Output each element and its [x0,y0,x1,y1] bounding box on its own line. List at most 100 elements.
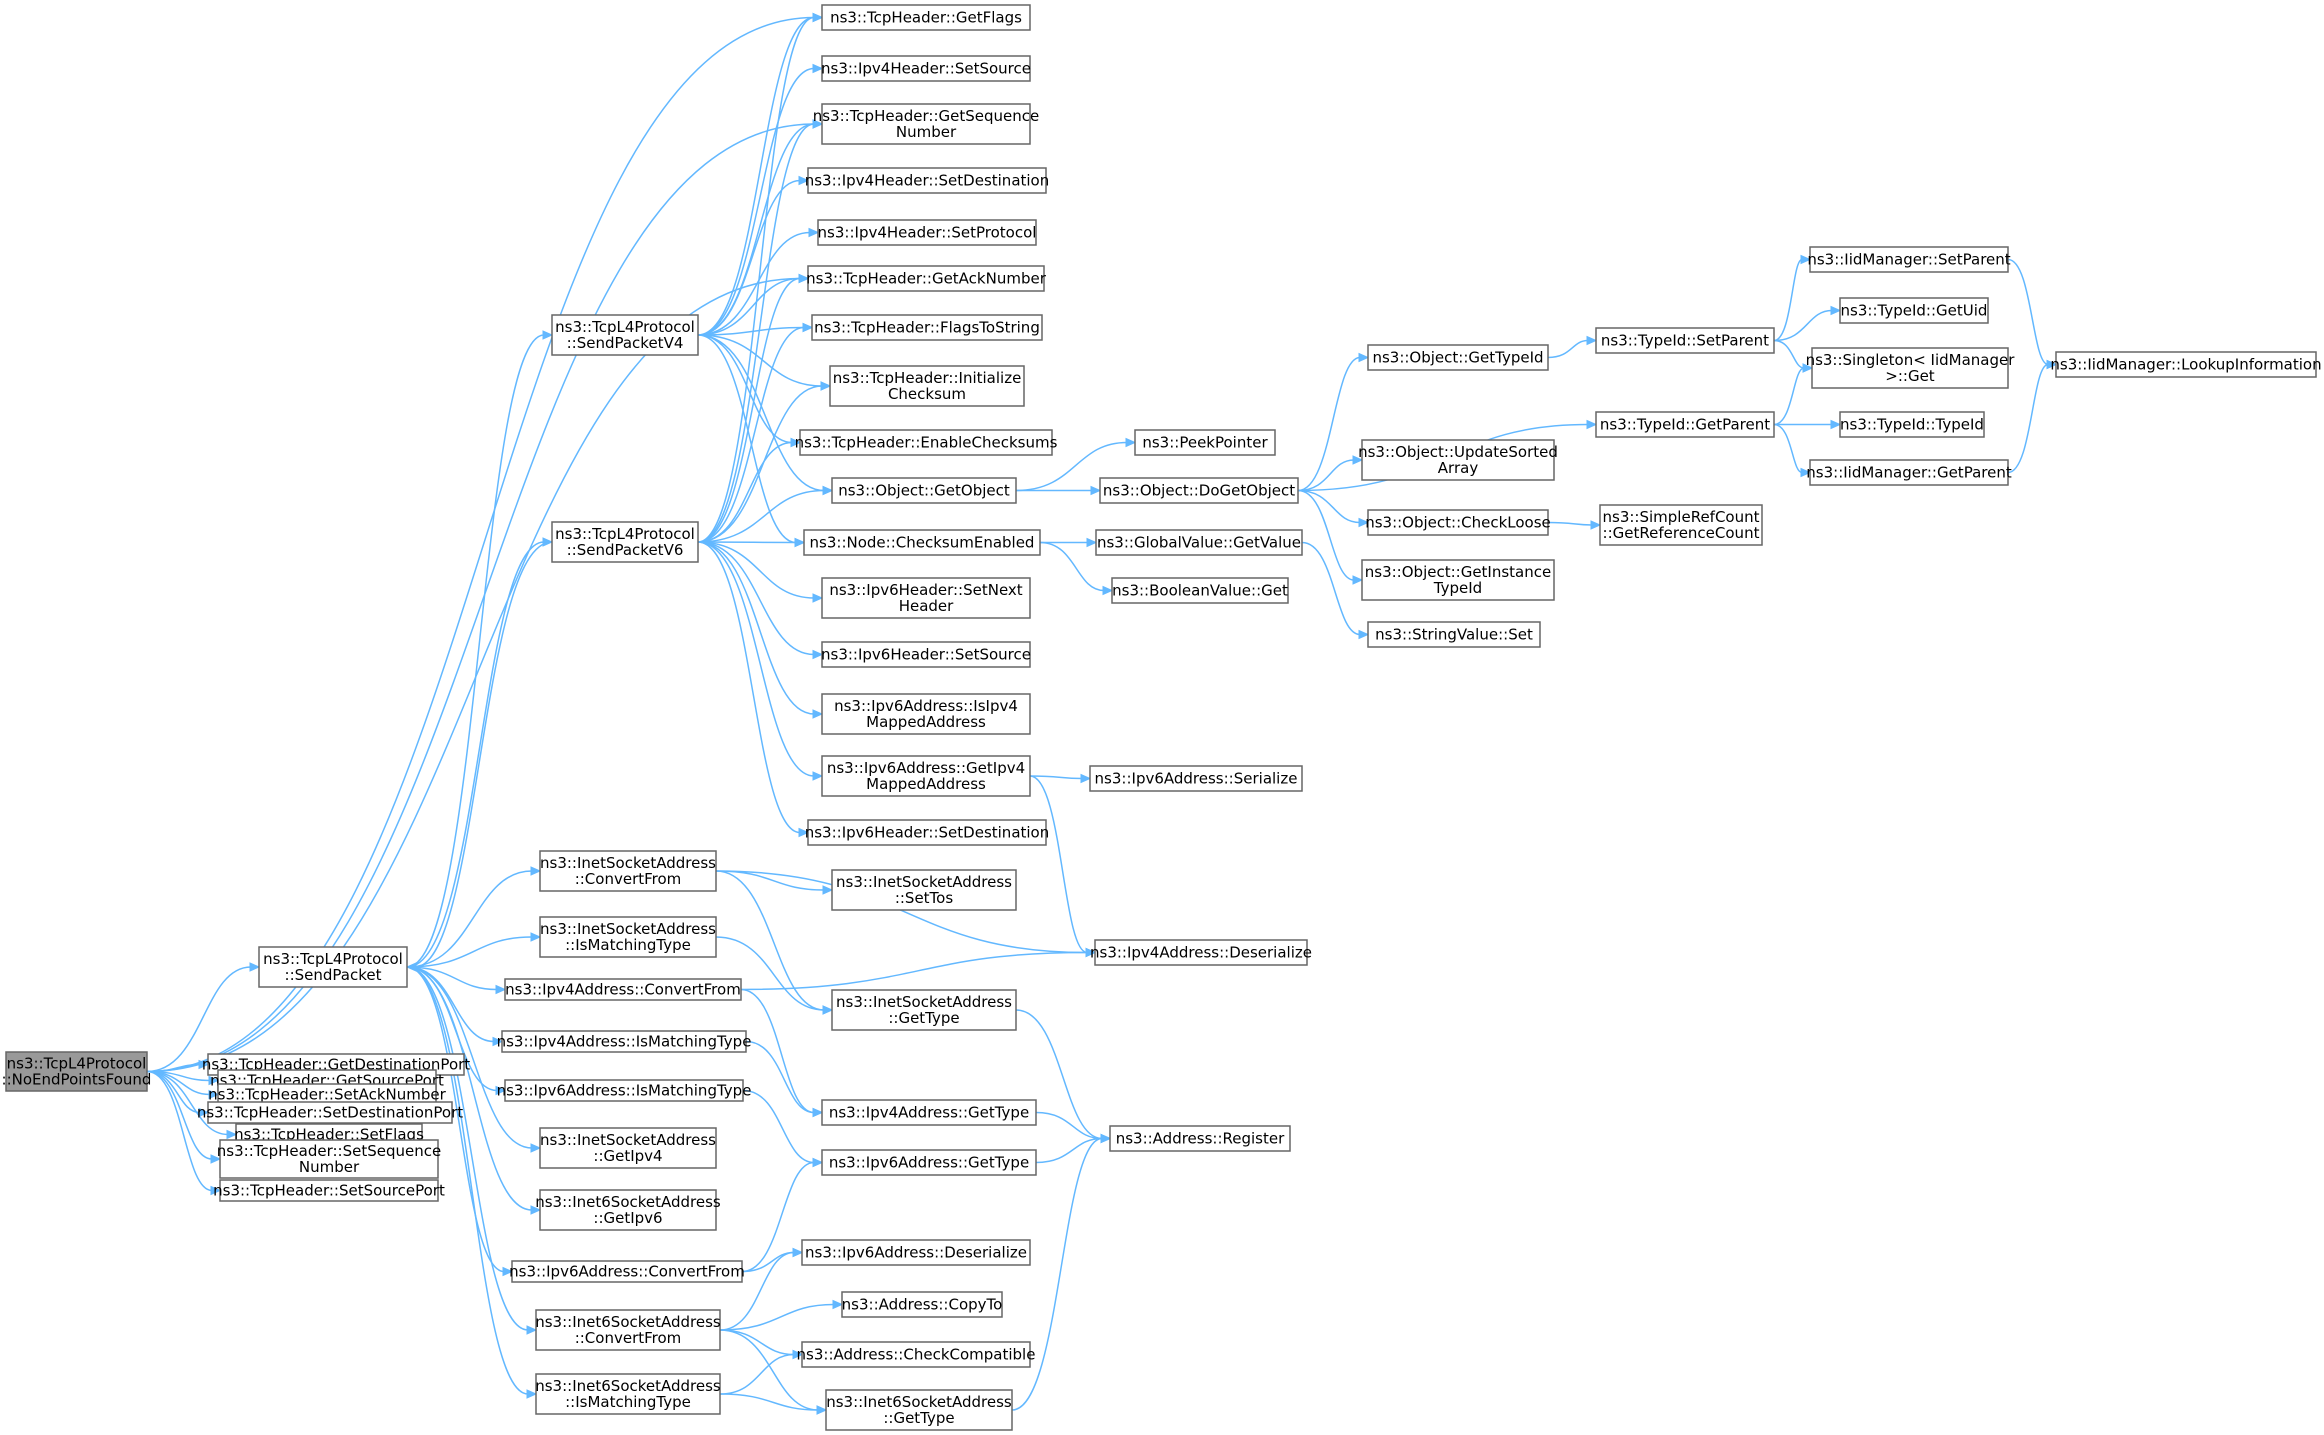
node-sendv6[interactable]: ns3::TcpL4Protocol::SendPacketV6 [551,521,699,563]
node-addrcopyto[interactable]: ns3::Address::CopyTo [841,1291,1003,1318]
node-box[interactable] [807,819,1047,846]
node-inet6gettype[interactable]: ns3::Inet6SocketAddress::GetType [825,1389,1013,1431]
node-box[interactable] [821,4,1031,31]
node-root[interactable]: ns3::TcpL4Protocol::NoEndPointsFound [2,1051,152,1092]
node-box[interactable] [817,219,1037,246]
node-box[interactable] [1595,327,1775,354]
node-box[interactable] [551,314,699,356]
node-box[interactable] [829,365,1025,407]
node-box[interactable] [1839,297,1989,324]
node-addrregister[interactable]: ns3::Address::Register [1109,1125,1291,1152]
node-ipv4deser[interactable]: ns3::Ipv4Address::Deserialize [1090,939,1312,966]
node-getack[interactable]: ns3::TcpHeader::GetAckNumber [806,265,1047,292]
node-tidsetparent[interactable]: ns3::TypeId::SetParent [1595,327,1775,354]
node-objgettypeid[interactable]: ns3::Object::GetTypeId [1367,344,1549,371]
node-box[interactable] [807,265,1045,292]
node-box[interactable] [219,1179,439,1202]
node-ipv4match[interactable]: ns3::Ipv4Address::IsMatchingType [497,1030,752,1053]
node-box[interactable] [821,577,1031,619]
node-ipv6conv[interactable]: ns3::Ipv6Address::ConvertFrom [509,1260,745,1283]
node-ipv6match[interactable]: ns3::Ipv6Address::IsMatchingType [497,1079,752,1102]
node-setdstport[interactable]: ns3::TcpHeader::SetDestinationPort [197,1101,463,1124]
node-box[interactable] [1595,411,1775,438]
node-v6setsrc[interactable]: ns3::Ipv6Header::SetSource [821,641,1031,668]
node-box[interactable] [841,1291,1003,1318]
node-box[interactable] [1094,939,1308,966]
node-box[interactable] [539,850,717,892]
node-box[interactable] [821,641,1031,668]
node-box[interactable] [1809,246,2009,273]
node-box[interactable] [504,978,742,1001]
node-box[interactable] [551,521,699,563]
node-box[interactable] [539,916,717,958]
node-box[interactable] [1367,344,1549,371]
node-inet6getipv6[interactable]: ns3::Inet6SocketAddress::GetIpv6 [535,1189,721,1231]
node-dogetobject[interactable]: ns3::Object::DoGetObject [1099,477,1299,504]
node-box[interactable] [803,529,1041,556]
node-box[interactable] [535,1373,721,1415]
node-tidtypeid[interactable]: ns3::TypeId::TypeId [1839,411,1985,438]
node-box[interactable] [801,1239,1031,1266]
node-box[interactable] [807,167,1047,194]
node-box[interactable] [1367,509,1549,536]
node-tidgetparent[interactable]: ns3::TypeId::GetParent [1595,411,1775,438]
node-setack[interactable]: ns3::TcpHeader::SetAckNumber [208,1083,447,1106]
node-box[interactable] [501,1030,747,1053]
node-box[interactable] [1134,429,1276,456]
node-box[interactable] [1099,477,1299,504]
node-ipv4conv[interactable]: ns3::Ipv4Address::ConvertFrom [504,978,742,1001]
node-ipv6serialize[interactable]: ns3::Ipv6Address::Serialize [1089,765,1303,792]
node-box[interactable] [1811,347,2009,389]
node-box[interactable] [821,1099,1037,1126]
node-v6setdst[interactable]: ns3::Ipv6Header::SetDestination [805,819,1050,846]
node-box[interactable] [1809,459,2009,486]
node-box[interactable] [831,989,1017,1031]
node-box[interactable] [207,1101,453,1124]
node-enablecs[interactable]: ns3::TcpHeader::EnableChecksums [795,429,1058,456]
node-objcheckloose[interactable]: ns3::Object::CheckLoose [1365,509,1551,536]
node-inet6match[interactable]: ns3::Inet6SocketAddress::IsMatchingType [535,1373,721,1415]
node-box[interactable] [811,314,1043,341]
node-box[interactable] [831,477,1017,504]
node-ipv6deser[interactable]: ns3::Ipv6Address::Deserialize [801,1239,1031,1266]
node-box[interactable] [1361,559,1555,601]
node-box[interactable] [511,1260,743,1283]
node-box[interactable] [535,1309,721,1351]
node-box[interactable] [821,693,1031,735]
node-iidgetparent[interactable]: ns3::IidManager::GetParent [1806,459,2012,486]
node-box[interactable] [1089,765,1303,792]
node-inetconv[interactable]: ns3::InetSocketAddress::ConvertFrom [539,850,717,892]
node-box[interactable] [1839,411,1985,438]
node-v4setdst[interactable]: ns3::Ipv4Header::SetDestination [805,167,1050,194]
node-csenabled[interactable]: ns3::Node::ChecksumEnabled [803,529,1041,556]
node-sendv4[interactable]: ns3::TcpL4Protocol::SendPacketV4 [551,314,699,356]
node-tidgetuid[interactable]: ns3::TypeId::GetUid [1839,297,1989,324]
node-ipv4gettype[interactable]: ns3::Ipv4Address::GetType [821,1099,1037,1126]
node-inet6conv[interactable]: ns3::Inet6SocketAddress::ConvertFrom [535,1309,721,1351]
node-box[interactable] [1367,621,1541,648]
node-box[interactable] [1361,439,1555,481]
node-getrefcount[interactable]: ns3::SimpleRefCount::GetReferenceCount [1599,504,1763,546]
node-setsrcport[interactable]: ns3::TcpHeader::SetSourcePort [213,1179,445,1202]
node-iidsetparent[interactable]: ns3::IidManager::SetParent [1807,246,2011,273]
node-box[interactable] [539,1127,717,1169]
node-iidlookup[interactable]: ns3::IidManager::LookupInformation [2050,351,2322,378]
node-gvgetvalue[interactable]: ns3::GlobalValue::GetValue [1095,529,1303,556]
node-peekptr[interactable]: ns3::PeekPointer [1134,429,1276,456]
node-box[interactable] [1095,529,1303,556]
node-box[interactable] [821,1149,1037,1176]
node-getflags[interactable]: ns3::TcpHeader::GetFlags [821,4,1031,31]
node-box[interactable] [1599,504,1763,546]
node-box[interactable] [5,1051,148,1092]
node-getobject[interactable]: ns3::Object::GetObject [831,477,1017,504]
node-singletonget[interactable]: ns3::Singleton< IidManager>::Get [1806,347,2016,389]
node-box[interactable] [258,946,408,988]
node-boolget[interactable]: ns3::BooleanValue::Get [1111,577,1289,604]
